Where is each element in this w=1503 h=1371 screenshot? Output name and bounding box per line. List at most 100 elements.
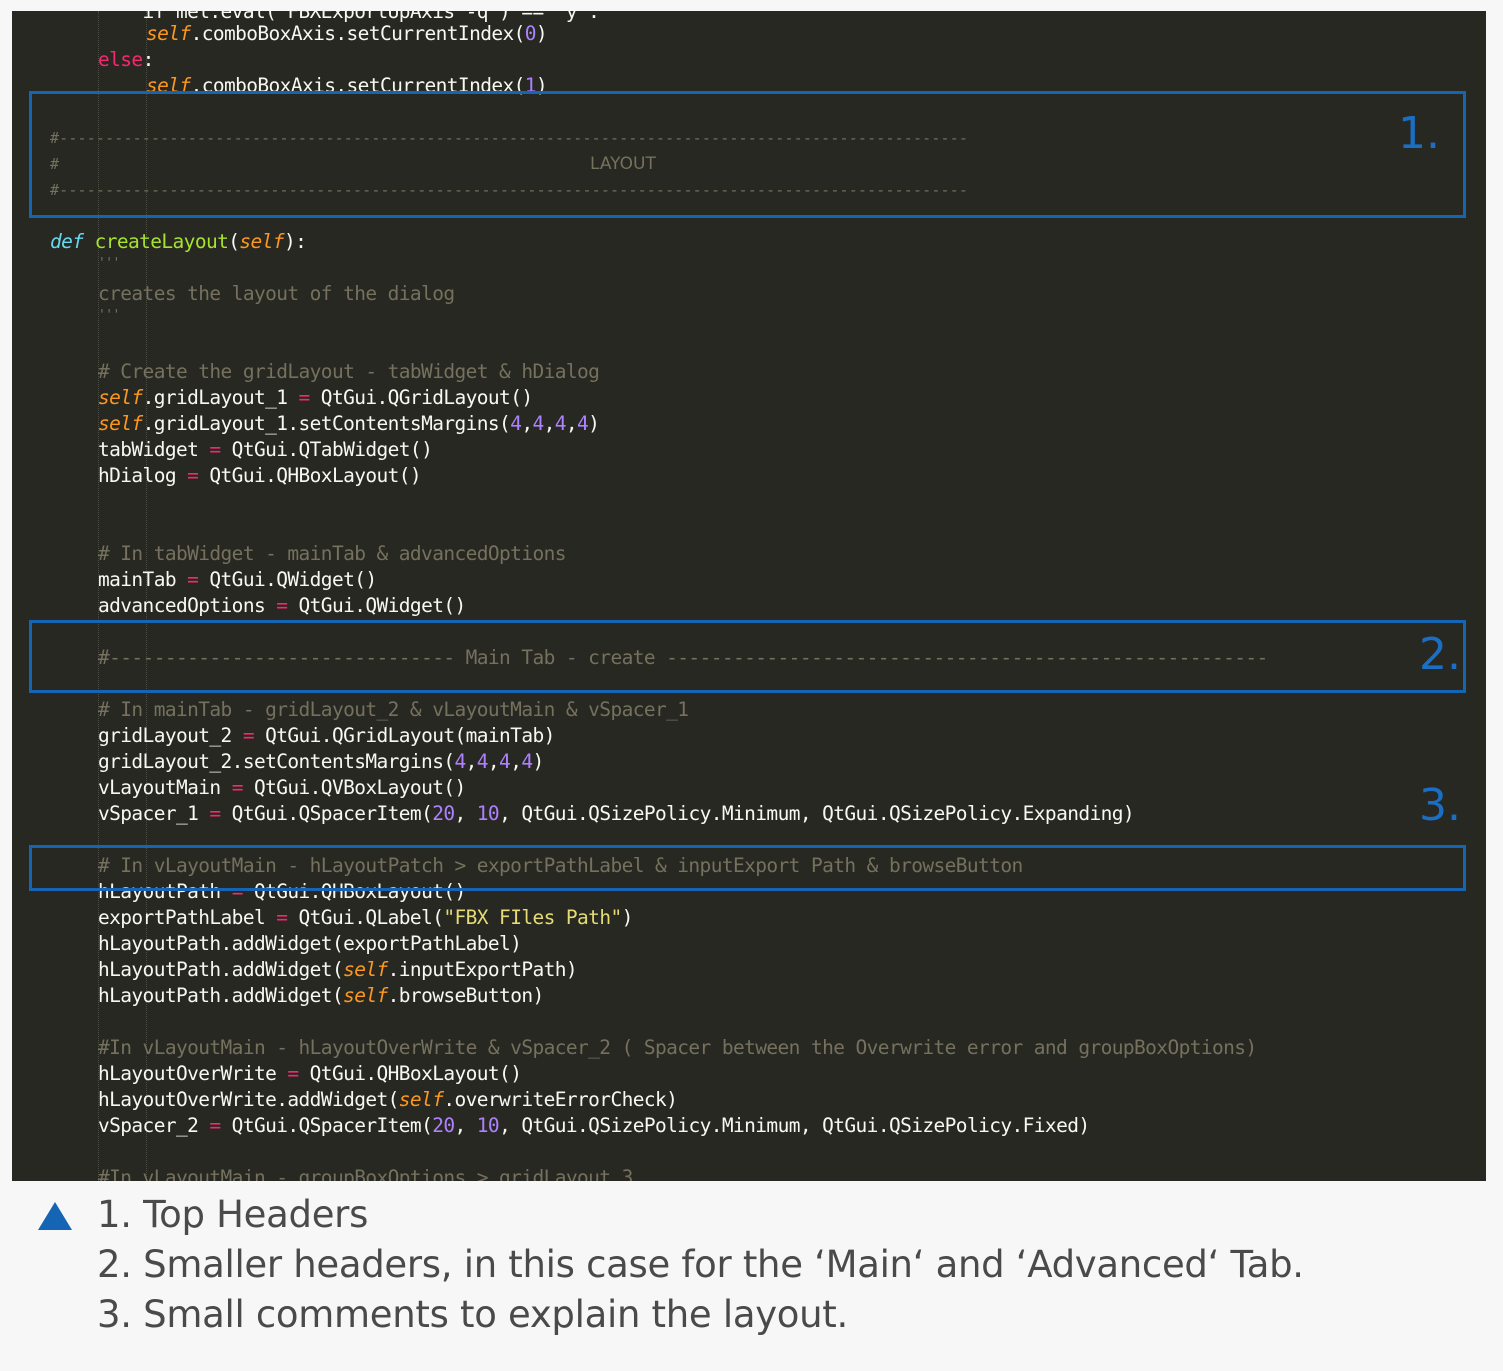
code-text: QtGui.QGridLayout(mainTab) bbox=[253, 724, 555, 747]
code-line: # bbox=[50, 151, 1486, 177]
code-number: 1 bbox=[524, 74, 537, 97]
code-self: self bbox=[398, 1088, 444, 1111]
code-operator: = bbox=[287, 1062, 299, 1085]
caption-line-1: 1. Top Headers bbox=[97, 1193, 369, 1236]
code-text: , QtGui.QSizePolicy.Minimum, QtGui.QSize… bbox=[499, 802, 1135, 825]
code-text: ): bbox=[283, 230, 307, 253]
code-text: if mel.eval("FBXExportUpAxis -q") == "y"… bbox=[98, 11, 600, 23]
code-operator: = bbox=[242, 724, 255, 747]
code-line: def createLayout(self): bbox=[50, 229, 1486, 255]
code-line: self.gridLayout_1 = QtGui.QGridLayout() bbox=[98, 385, 1486, 411]
code-line: #------------------------------- Main Ta… bbox=[98, 645, 1486, 671]
code-text: , QtGui.QSizePolicy.Minimum, QtGui.QSize… bbox=[499, 1114, 1090, 1137]
code-text: QtGui.QVBoxLayout() bbox=[242, 776, 466, 799]
code-line: self.comboBoxAxis.setCurrentIndex(0) bbox=[146, 21, 1486, 47]
code-line: self.gridLayout_1.setContentsMargins(4,4… bbox=[98, 412, 600, 435]
code-number: 4 bbox=[454, 750, 466, 773]
highlight-box-smaller-headers bbox=[29, 620, 1466, 693]
code-operator: = bbox=[209, 1114, 221, 1137]
code-operator: = bbox=[276, 906, 288, 929]
caption: 1. Top Headers 2. Smaller headers, in th… bbox=[0, 1185, 1503, 1371]
code-comment: # In tabWidget - mainTab & advancedOptio… bbox=[98, 542, 566, 565]
code-text: QtGui.QSpacerItem( bbox=[220, 802, 433, 825]
code-line: gridLayout_2 = QtGui.QGridLayout(mainTab… bbox=[98, 723, 1486, 749]
code-line: hLayoutOverWrite.addWidget(self.overwrit… bbox=[98, 1087, 1486, 1113]
code-text: hLayoutPath.addWidget( bbox=[98, 984, 344, 1007]
code-self: self bbox=[98, 412, 143, 435]
code-comment: # bbox=[50, 155, 59, 173]
code-text: advancedOptions bbox=[98, 594, 277, 617]
code-line: hLayoutPath.addWidget(exportPathLabel) bbox=[98, 931, 1486, 957]
code-line: if mel.eval("FBXExportUpAxis -q") == "y"… bbox=[98, 11, 1486, 25]
code-text: mainTab bbox=[98, 568, 188, 591]
code-line: ''' bbox=[98, 251, 1486, 277]
code-operator: = bbox=[209, 438, 221, 461]
code-operator: = bbox=[231, 880, 244, 903]
code-text: .comboBoxAxis.setCurrentIndex( bbox=[190, 22, 526, 45]
code-text: gridLayout_2 bbox=[98, 724, 243, 747]
code-comment: #---------------------------------------… bbox=[50, 129, 969, 147]
code-line: # In mainTab - gridLayout_2 & vLayoutMai… bbox=[98, 697, 1486, 723]
code-comment: #In vLayoutMain - hLayoutOverWrite & vSp… bbox=[98, 1036, 1257, 1059]
code-number: 4 bbox=[510, 412, 522, 435]
code-text: .browseButton) bbox=[387, 984, 545, 1007]
code-number: 4 bbox=[532, 412, 544, 435]
code-text: QtGui.QGridLayout() bbox=[309, 386, 533, 409]
code-text: vLayoutMain bbox=[98, 776, 232, 799]
code-line: exportPathLabel = QtGui.QLabel("FBX FIle… bbox=[98, 905, 1486, 931]
code-number: 4 bbox=[554, 412, 567, 435]
code-line: #In vLayoutMain - groupBoxOptions > grid… bbox=[98, 1165, 1486, 1181]
code-number: 0 bbox=[524, 22, 537, 45]
code-line: vSpacer_1 = QtGui.QSpacerItem(20, 10, Qt… bbox=[98, 801, 1486, 827]
code-docstring: creates the layout of the dialog bbox=[98, 282, 455, 305]
highlight-label-1: 1. bbox=[1398, 108, 1440, 159]
highlight-label-3: 3. bbox=[1419, 780, 1461, 831]
code-line: hLayoutOverWrite = QtGui.QHBoxLayout() bbox=[98, 1061, 1486, 1087]
code-line: ''' bbox=[98, 303, 1486, 329]
code-line: creates the layout of the dialog bbox=[98, 281, 1486, 307]
caption-line-3: 3. Small comments to explain the layout. bbox=[97, 1293, 848, 1336]
code-text: QtGui.QTabWidget() bbox=[220, 438, 433, 461]
main-tab-header-comment: #------------------------------- Main Ta… bbox=[98, 646, 1268, 669]
code-text: vSpacer_1 bbox=[98, 802, 210, 825]
code-self: self bbox=[146, 22, 191, 45]
code-number: 4 bbox=[577, 412, 589, 435]
code-text: ) bbox=[535, 22, 548, 45]
code-operator: = bbox=[276, 594, 288, 617]
code-line: else: bbox=[98, 47, 1486, 73]
code-docstring: ''' bbox=[98, 256, 120, 271]
code-text: ( bbox=[228, 230, 240, 253]
code-comment: # In vLayoutMain - hLayoutPatch > export… bbox=[98, 854, 1023, 877]
code-function-name: createLayout bbox=[94, 230, 229, 253]
code-self: self bbox=[239, 230, 284, 253]
code-text: hLayoutPath.addWidget(exportPathLabel) bbox=[98, 932, 522, 955]
layout-header-title: LAYOUT bbox=[590, 154, 656, 174]
code-line: vLayoutMain = QtGui.QVBoxLayout() bbox=[98, 775, 1486, 801]
code-text: tabWidget bbox=[98, 438, 210, 461]
highlight-box-small-comments bbox=[29, 845, 1466, 891]
triangle-up-icon bbox=[38, 1202, 72, 1230]
code-line: # In tabWidget - mainTab & advancedOptio… bbox=[98, 541, 1486, 567]
code-number: 10 bbox=[476, 802, 500, 825]
code-self: self bbox=[343, 984, 388, 1007]
code-text: : bbox=[142, 48, 155, 71]
code-line: #---------------------------------------… bbox=[50, 125, 1486, 151]
code-text: , bbox=[454, 802, 477, 825]
code-comment: # In mainTab - gridLayout_2 & vLayoutMai… bbox=[98, 698, 689, 721]
caption-line-2: 2. Smaller headers, in this case for the… bbox=[97, 1243, 1304, 1286]
code-line: #In vLayoutMain - hLayoutOverWrite & vSp… bbox=[98, 1035, 1486, 1061]
indent-guide bbox=[98, 11, 99, 1181]
code-operator: = bbox=[298, 386, 311, 409]
code-text: .inputExportPath) bbox=[387, 958, 578, 981]
code-editor: if mel.eval("FBXExportUpAxis -q") == "y"… bbox=[12, 11, 1486, 1181]
code-line: mainTab = QtGui.QWidget() bbox=[98, 567, 1486, 593]
code-line: gridLayout_2.setContentsMargins(4,4,4,4) bbox=[98, 750, 544, 773]
code-text: QtGui.QHBoxLayout() bbox=[242, 880, 466, 903]
code-text: ) bbox=[535, 74, 548, 97]
code-text: gridLayout_2.setContentsMargins( bbox=[98, 750, 455, 773]
code-line: vSpacer_2 = QtGui.QSpacerItem(20, 10, Qt… bbox=[98, 1113, 1486, 1139]
code-comment: #---------------------------------------… bbox=[50, 181, 969, 199]
code-text: hLayoutOverWrite bbox=[98, 1062, 288, 1085]
highlight-box-top-headers bbox=[29, 91, 1466, 218]
code-line: hLayoutPath = QtGui.QHBoxLayout() bbox=[98, 879, 1486, 905]
